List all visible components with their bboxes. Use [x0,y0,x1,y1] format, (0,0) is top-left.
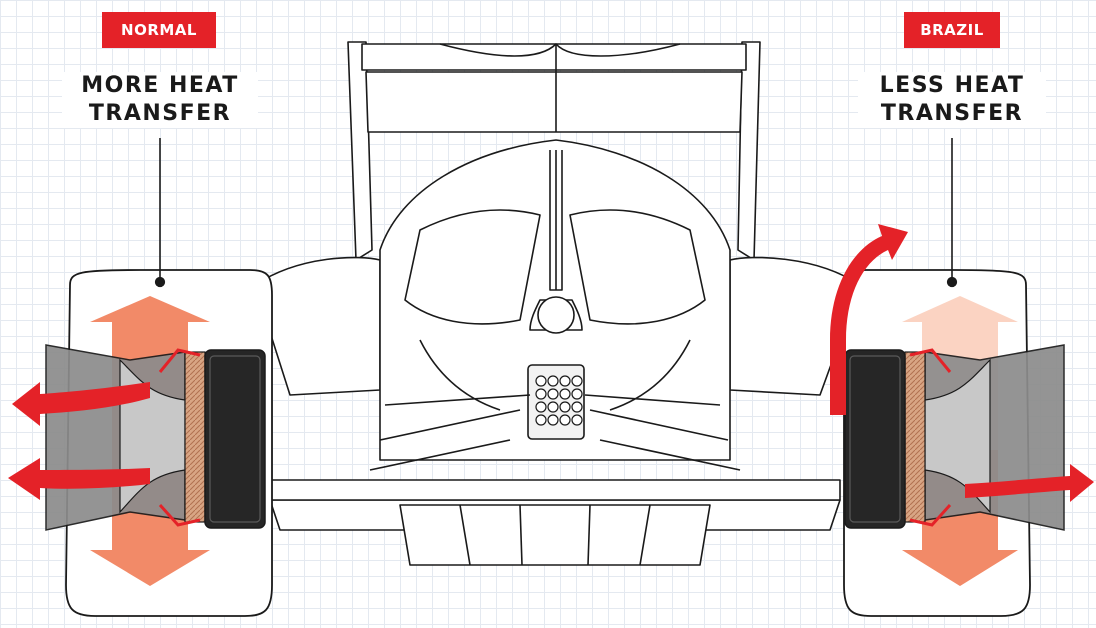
right-airflow-arrows [830,224,1094,502]
right-heading-line1: LESS HEAT [879,73,1025,98]
sidepods [254,256,381,396]
right-heading: LESS HEAT TRANSFER [858,72,1046,128]
left-heading-line2: TRANSFER [88,101,232,126]
normal-badge: NORMAL [102,12,216,48]
suspension-arms [384,394,531,406]
left-heading-line1: MORE HEAT [81,73,239,98]
left-hub-drum [204,349,266,529]
left-heading: MORE HEAT TRANSFER [62,72,258,128]
left-wheel-assembly [8,269,273,617]
rear-wing-lower [365,71,743,133]
left-brake-disc [184,351,206,523]
brazil-badge: BRAZIL [904,12,1000,48]
car-rear-view [254,41,861,566]
right-wheel-assembly [830,224,1094,617]
left-airflow-arrows [8,382,150,500]
right-heading-line2: TRANSFER [880,101,1024,126]
left-wing-endplate [347,41,373,261]
right-brake-disc [904,351,926,523]
rear-wing-upper [361,43,747,71]
right-hub-drum [844,349,906,529]
